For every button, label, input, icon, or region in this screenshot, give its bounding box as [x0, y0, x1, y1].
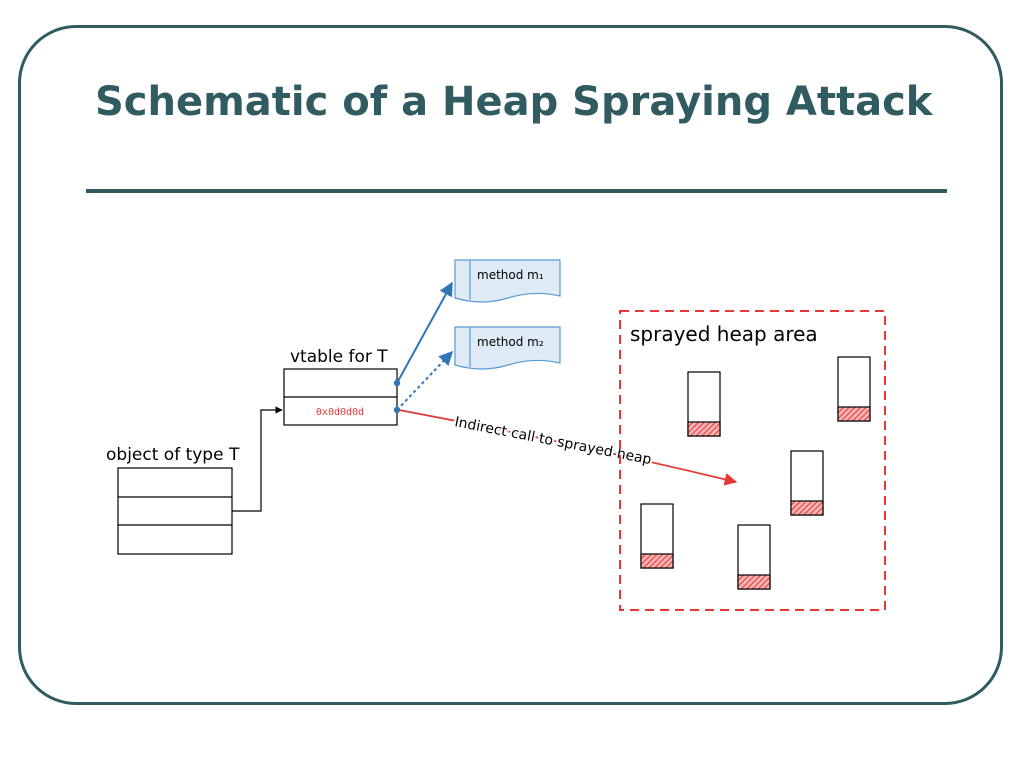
- object-box: [117, 467, 233, 555]
- method-m2-shape: [454, 326, 561, 370]
- slide-title: Schematic of a Heap Spraying Attack: [95, 79, 933, 125]
- indirect-call-label: Indirect call to sprayed heap: [453, 414, 653, 468]
- heap-block: [687, 371, 721, 437]
- title-divider: [86, 189, 947, 193]
- method-m1-doc: method m₁: [454, 259, 561, 303]
- heap-block: [790, 450, 824, 516]
- arrow-to-method-m2: [396, 350, 453, 411]
- arrow-to-method-m1: [396, 281, 453, 384]
- slide-frame: [18, 25, 1003, 705]
- vtable-for-t: vtable for T 0x0d0d0d: [283, 347, 398, 426]
- object-of-type-t: object of type T: [106, 445, 240, 555]
- method-m1-label: method m₁: [477, 268, 544, 282]
- heap-block: [737, 524, 771, 590]
- heap-block: [640, 503, 674, 569]
- method-m2-doc: method m₂: [454, 326, 561, 370]
- vtable-entry-value: 0x0d0d0d: [316, 407, 364, 418]
- indirect-call-arrow: [398, 409, 738, 486]
- sprayed-heap-area: sprayed heap area: [619, 310, 886, 611]
- sprayed-area-border: [619, 310, 886, 611]
- sprayed-area-label: sprayed heap area: [630, 322, 818, 346]
- method-m2-label: method m₂: [477, 335, 544, 349]
- vtable-label: vtable for T: [290, 347, 388, 367]
- heap-block: [837, 356, 871, 422]
- object-label: object of type T: [106, 445, 240, 465]
- vptr-connector: [232, 406, 283, 512]
- method-m1-shape: [454, 259, 561, 303]
